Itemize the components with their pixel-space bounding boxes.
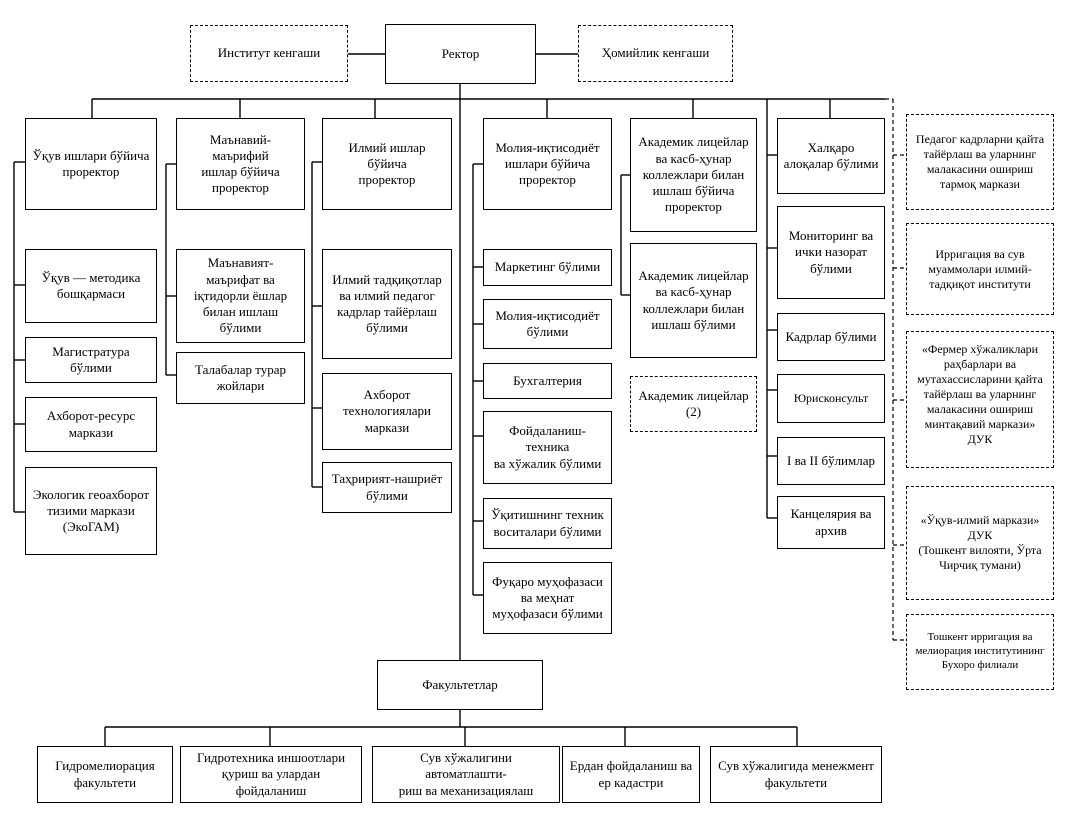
academic-unit-label: Экологик геоахборот тизими маркази (ЭкоГ… [32, 486, 150, 535]
admin-unit-label: Мониторинг ва ички назорат бўлими [788, 228, 874, 276]
international-relations-label: Халқаро алоқалар бўлими [783, 139, 879, 171]
prorector-spiritual-label: Маънавий-маърифий ишлар бўйича проректор [201, 131, 280, 196]
spiritual-unit-box: Талабалар турар жойлари [176, 352, 305, 404]
faculty-box: Ердан фойдаланиш ва ер кадастри [562, 746, 700, 803]
finance-unit-label: Молия-иқтисодиёт бўлими [495, 307, 600, 339]
science-unit-label: Таҳририят-нашриёт бўлими [331, 471, 443, 503]
prorector-science-label: Илмий ишлар бўйича проректор [348, 139, 426, 188]
admin-unit-box: Мониторинг ва ички назорат бўлими [777, 206, 885, 299]
finance-unit-label: Ўқитишнинг техник воситалари бўлими [491, 507, 604, 539]
finance-unit-box: Ўқитишнинг техник воситалари бўлими [483, 498, 612, 549]
faculty-label: Гидротехника иншоотлари қуриш ва улардан… [196, 750, 346, 798]
affiliate-label: Тошкент ирригация ва мелиорация институт… [915, 631, 1045, 671]
institute-council-box: Институт кенгаши [190, 25, 348, 82]
affiliate-box: Тошкент ирригация ва мелиорация институт… [906, 614, 1054, 690]
academic-unit-box: Экологик геоахборот тизими маркази (ЭкоГ… [25, 467, 157, 555]
faculty-box: Сув хўжалигида менежмент факультети [710, 746, 882, 803]
faculty-label: Ердан фойдаланиш ва ер кадастри [569, 758, 693, 790]
academic-unit-box: Ўқув — методика бошқармаси [25, 249, 157, 323]
lyceum-unit-label: Академик лицейлар ва касб-ҳунар коллежла… [638, 268, 749, 332]
affiliate-box: «Фермер хўжаликлари раҳбарлари ва мутаха… [906, 331, 1054, 468]
prorector-academic-label: Ўқув ишлари бўйича проректор [32, 147, 150, 179]
finance-unit-box: Молия-иқтисодиёт бўлими [483, 299, 612, 349]
science-unit-box: Таҳририят-нашриёт бўлими [322, 462, 452, 513]
faculty-label: Сув хўжалигини автоматлашти- риш ва меха… [398, 750, 534, 798]
finance-unit-box: Фуқаро муҳофазаси ва меҳнат муҳофазаси б… [483, 562, 612, 634]
admin-unit-label: I ва II бўлимлар [786, 452, 876, 468]
prorector-academic-box: Ўқув ишлари бўйича проректор [25, 118, 157, 210]
prorector-finance-box: Молия-иқтисодиёт ишлари бўйича проректор [483, 118, 612, 210]
sponsor-council-label: Ҳомийлик кенгаши [601, 45, 710, 61]
admin-unit-box: Канцелярия ва архив [777, 496, 885, 549]
lyceum-unit-label: Академик лицейлар (2) [638, 387, 749, 419]
admin-unit-box: Кадрлар бўлими [777, 313, 885, 361]
academic-unit-label: Ўқув — методика бошқармаси [41, 269, 141, 301]
spiritual-unit-label: Талабалар турар жойлари [194, 361, 287, 393]
affiliate-box: Педагог кадрларни қайта тайёрлаш ва улар… [906, 114, 1054, 210]
finance-unit-box: Фойдаланиш-техника ва хўжалик бўлими [483, 411, 612, 484]
academic-unit-label: Магистратура бўлими [52, 343, 130, 375]
finance-unit-label: Фуқаро муҳофазаси ва меҳнат муҳофазаси б… [492, 573, 603, 622]
finance-unit-label: Маркетинг бўлими [494, 259, 601, 275]
prorector-spiritual-box: Маънавий-маърифий ишлар бўйича проректор [176, 118, 305, 210]
lyceum-unit-box: Академик лицейлар (2) [630, 376, 757, 432]
academic-unit-label: Ахборот-ресурс маркази [46, 408, 136, 440]
faculty-label: Сув хўжалигида менежмент факультети [718, 758, 874, 790]
spiritual-unit-box: Маънавият- маърифат ва iқтидорли ёшлар б… [176, 249, 305, 343]
admin-unit-label: Юрисконсульт [793, 391, 869, 405]
finance-unit-label: Фойдаланиш-техника ва хўжалик бўлими [493, 423, 602, 471]
admin-unit-label: Канцелярия ва архив [790, 506, 872, 538]
rector-label: Ректор [441, 45, 480, 61]
science-unit-label: Ахборот технологиялари маркази [342, 387, 432, 435]
academic-unit-box: Ахборот-ресурс маркази [25, 397, 157, 452]
affiliate-label: Ирригация ва сув муаммолари илмий- тадқи… [928, 246, 1032, 291]
affiliate-label: Педагог кадрларни қайта тайёрлаш ва улар… [915, 132, 1045, 191]
lyceum-unit-box: Академик лицейлар ва касб-ҳунар коллежла… [630, 243, 757, 358]
finance-unit-box: Маркетинг бўлими [483, 249, 612, 286]
faculty-box: Гидротехника иншоотлари қуриш ва улардан… [180, 746, 362, 803]
institute-council-label: Институт кенгаши [217, 45, 321, 61]
sponsor-council-box: Ҳомийлик кенгаши [578, 25, 733, 82]
prorector-lyceum-label: Академик лицейлар ва касб-ҳунар коллежла… [638, 134, 749, 215]
finance-unit-box: Бухгалтерия [483, 363, 612, 399]
admin-unit-box: Юрисконсульт [777, 374, 885, 423]
faculties-box: Факультетлар [377, 660, 543, 710]
admin-unit-box: I ва II бўлимлар [777, 437, 885, 485]
affiliate-box: «Ўқув-илмий маркази» ДУК (Тошкент вилоят… [906, 486, 1054, 600]
spiritual-unit-label: Маънавият- маърифат ва iқтидорли ёшлар б… [193, 255, 288, 336]
prorector-finance-label: Молия-иқтисодиёт ишлари бўйича проректор [495, 139, 600, 188]
affiliate-box: Ирригация ва сув муаммолари илмий- тадқи… [906, 223, 1054, 315]
science-unit-box: Ахборот технологиялари маркази [322, 373, 452, 450]
admin-unit-label: Кадрлар бўлими [785, 328, 877, 344]
science-unit-box: Илмий тадқиқотлар ва илмий педагог кадрл… [322, 249, 452, 359]
faculty-box: Сув хўжалигини автоматлашти- риш ва меха… [372, 746, 560, 803]
prorector-lyceum-box: Академик лицейлар ва касб-ҳунар коллежла… [630, 118, 757, 232]
faculty-label: Гидромелиорация факультети [55, 758, 155, 790]
faculty-box: Гидромелиорация факультети [37, 746, 173, 803]
international-relations-box: Халқаро алоқалар бўлими [777, 118, 885, 194]
science-unit-label: Илмий тадқиқотлар ва илмий педагог кадрл… [332, 271, 442, 336]
academic-unit-box: Магистратура бўлими [25, 337, 157, 383]
affiliate-label: «Ўқув-илмий маркази» ДУК (Тошкент вилоят… [918, 513, 1042, 572]
prorector-science-box: Илмий ишлар бўйича проректор [322, 118, 452, 210]
faculties-label: Факультетлар [422, 676, 498, 692]
affiliate-label: «Фермер хўжаликлари раҳбарлари ва мутаха… [917, 342, 1043, 446]
rector-box: Ректор [385, 24, 536, 84]
finance-unit-label: Бухгалтерия [513, 372, 582, 388]
